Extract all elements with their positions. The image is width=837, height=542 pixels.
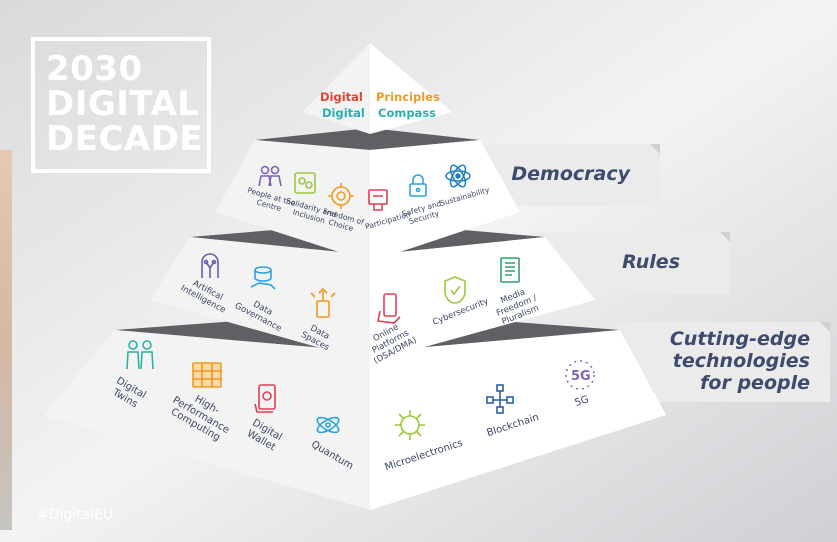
shield-icon (444, 276, 466, 304)
solidarity-icon (294, 172, 316, 194)
data-spaces-icon (310, 287, 336, 318)
tier-tech-left-face (44, 330, 370, 510)
tier-label-rules: Rules (622, 251, 680, 273)
hpc-icon (192, 362, 222, 388)
tier-democracy-right-face (370, 140, 520, 262)
tier-rules-right-face (370, 237, 595, 362)
twins-icon (126, 340, 154, 370)
tier-label-democracy: Democracy (511, 163, 630, 185)
banner-rules (530, 232, 730, 294)
hashtag-digitaleu: #DigitalEU (37, 507, 114, 523)
phone-hand-icon (377, 293, 401, 324)
apex-word-digital-red: Digital (320, 90, 363, 104)
data-hand-icon (250, 266, 276, 290)
chip-icon (395, 410, 425, 440)
quantum-icon (316, 416, 340, 434)
tier-rules-left-face (150, 237, 370, 362)
title-line-1: 2030 (46, 49, 143, 89)
apex-word-principles: Principles (376, 90, 440, 104)
blockchain-icon (486, 384, 514, 414)
newspaper-icon (500, 257, 520, 283)
tier-label-tech-line-2: technologies (672, 350, 810, 372)
apex-right-face (370, 43, 452, 134)
tier-label-tech-line-3: for people (700, 372, 810, 394)
apex-word-digital-teal: Digital (322, 106, 365, 120)
tier-democracy-left-face (215, 140, 370, 262)
5g-icon: 5G (565, 360, 595, 390)
tier-label-tech: Cutting-edge technologies for people (630, 328, 810, 394)
title-line-2: DIGITAL (46, 84, 200, 124)
banner-tech (615, 322, 830, 402)
people-icon (258, 165, 282, 187)
apex-left-face (302, 43, 370, 134)
lock-icon (409, 174, 427, 197)
svg-text:5G: 5G (571, 369, 591, 384)
atom-icon (445, 164, 471, 188)
tier-apex (302, 43, 452, 134)
tier-tech-right-face (370, 330, 666, 510)
ai-brain-icon (201, 253, 219, 278)
left-edge-strip (0, 150, 12, 530)
tier-label-tech-line-1: Cutting-edge (669, 328, 810, 350)
wallet-icon (254, 384, 276, 413)
tier-democracy (215, 128, 520, 262)
apex-word-compass: Compass (378, 106, 437, 120)
title-frame (31, 37, 211, 173)
tier-democracy-top-shadow (255, 128, 480, 150)
title-line-3: DECADE (46, 119, 204, 159)
participation-icon (368, 189, 388, 211)
choice-icon (328, 183, 354, 209)
